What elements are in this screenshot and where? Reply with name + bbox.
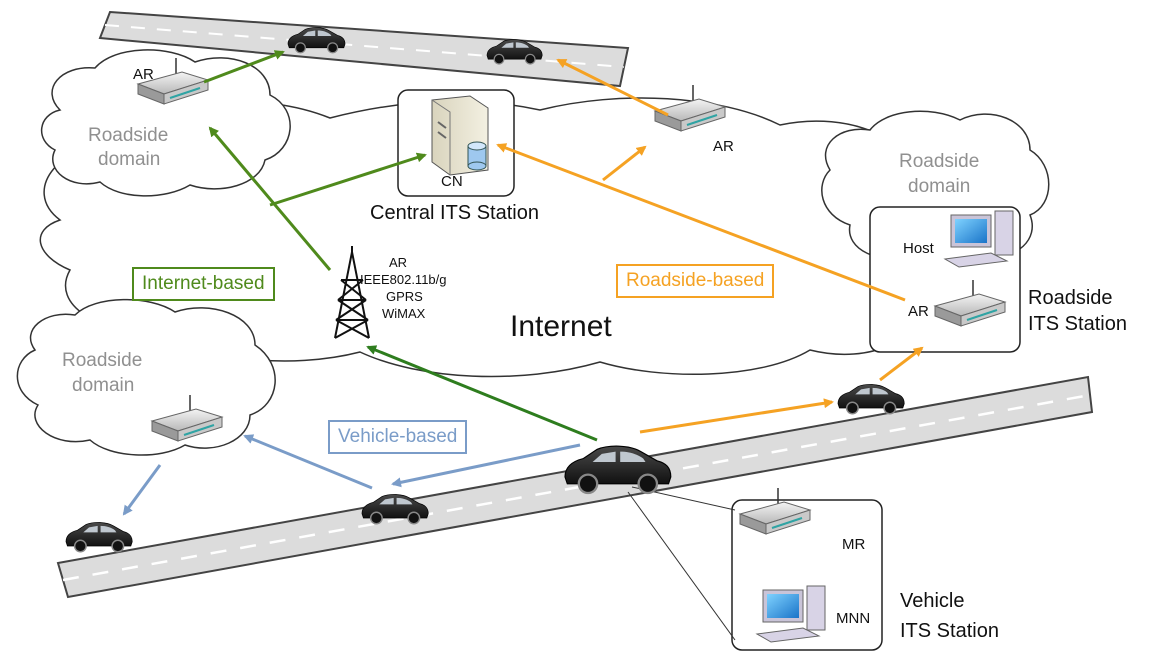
internet-based-label: Internet-based [132, 267, 275, 301]
roadside-domain-label-top-left-1: Roadside [88, 125, 169, 146]
arrow-internet-to-central [269, 152, 427, 207]
ar-label-top-right: AR [713, 138, 734, 155]
roadside-domain-label-right-2: domain [908, 176, 971, 197]
radio-tower-icon [334, 246, 370, 339]
arrow-router-to-left-car [122, 464, 162, 516]
arrow-car-to-tower [366, 345, 598, 442]
arrow-internet-router-to-topcar [203, 50, 285, 84]
roadside-domain-cloud-left [16, 298, 276, 456]
access-router-icon-top-left [136, 58, 210, 105]
arrow-car-to-roadside-station [879, 346, 924, 382]
tower-tech-2: GPRS [386, 289, 423, 304]
database-icon [467, 141, 487, 171]
cn-label: CN [441, 173, 463, 190]
access-router-icon-top-right [653, 85, 727, 132]
arrow-car-to-middle-car [391, 443, 581, 488]
roadside-domain-label-top-left-2: domain [98, 149, 161, 170]
car-icon-top-2 [486, 39, 543, 65]
host-label: Host [903, 240, 934, 257]
desktop-computer-icon-host [943, 210, 1014, 268]
mnn-label: MNN [836, 610, 871, 627]
car-icon-right [837, 384, 905, 415]
roadside-domain-label-left-1: Roadside [62, 350, 143, 371]
car-icon-top-1 [287, 27, 346, 54]
ar-label-roadside-station: AR [908, 303, 929, 320]
roadside-domain-cloud-top-left [40, 49, 291, 197]
access-router-icon-vehicle [738, 488, 812, 535]
car-icon-left [65, 522, 133, 553]
roadside-based-label: Roadside-based [616, 264, 775, 298]
roadside-its-label-2: ITS Station [1028, 313, 1127, 335]
arrow-car-to-car-right [639, 398, 834, 434]
roadside-domain-label-left-2: domain [72, 375, 135, 396]
arrow-roadside-station-to-central [496, 143, 906, 302]
arrow-middle-car-to-router [243, 434, 373, 490]
car-icon-center [564, 445, 672, 495]
tower-tech-1: IEEE802.11b/g [360, 272, 447, 287]
mr-label: MR [842, 536, 866, 553]
tower-ar-label: AR [389, 255, 408, 270]
top-road [98, 10, 630, 88]
vehicle-its-label-1: Vehicle [900, 590, 965, 612]
roadside-domain-label-right-1: Roadside [899, 151, 980, 172]
bottom-road [56, 375, 1094, 599]
tower-tech-3: WiMAX [382, 306, 426, 321]
arrow-central-to-ar [602, 145, 647, 182]
internet-label: Internet [510, 310, 612, 343]
access-router-icon-roadside-station [933, 280, 1007, 327]
ar-label-top-left: AR [133, 66, 154, 83]
roadside-its-label-1: Roadside [1028, 287, 1113, 309]
arrow-internet-tower-to-roadside-domain [208, 126, 332, 271]
vehicle-based-label: Vehicle-based [328, 420, 468, 454]
access-router-icon-left [150, 395, 224, 442]
arrow-roadside-ar-to-topcar [556, 58, 669, 117]
vehicle-its-label-2: ITS Station [900, 620, 999, 642]
car-icon-middle [361, 494, 429, 525]
desktop-computer-icon-mnn [755, 585, 826, 643]
central-its-label: Central ITS Station [370, 202, 539, 224]
